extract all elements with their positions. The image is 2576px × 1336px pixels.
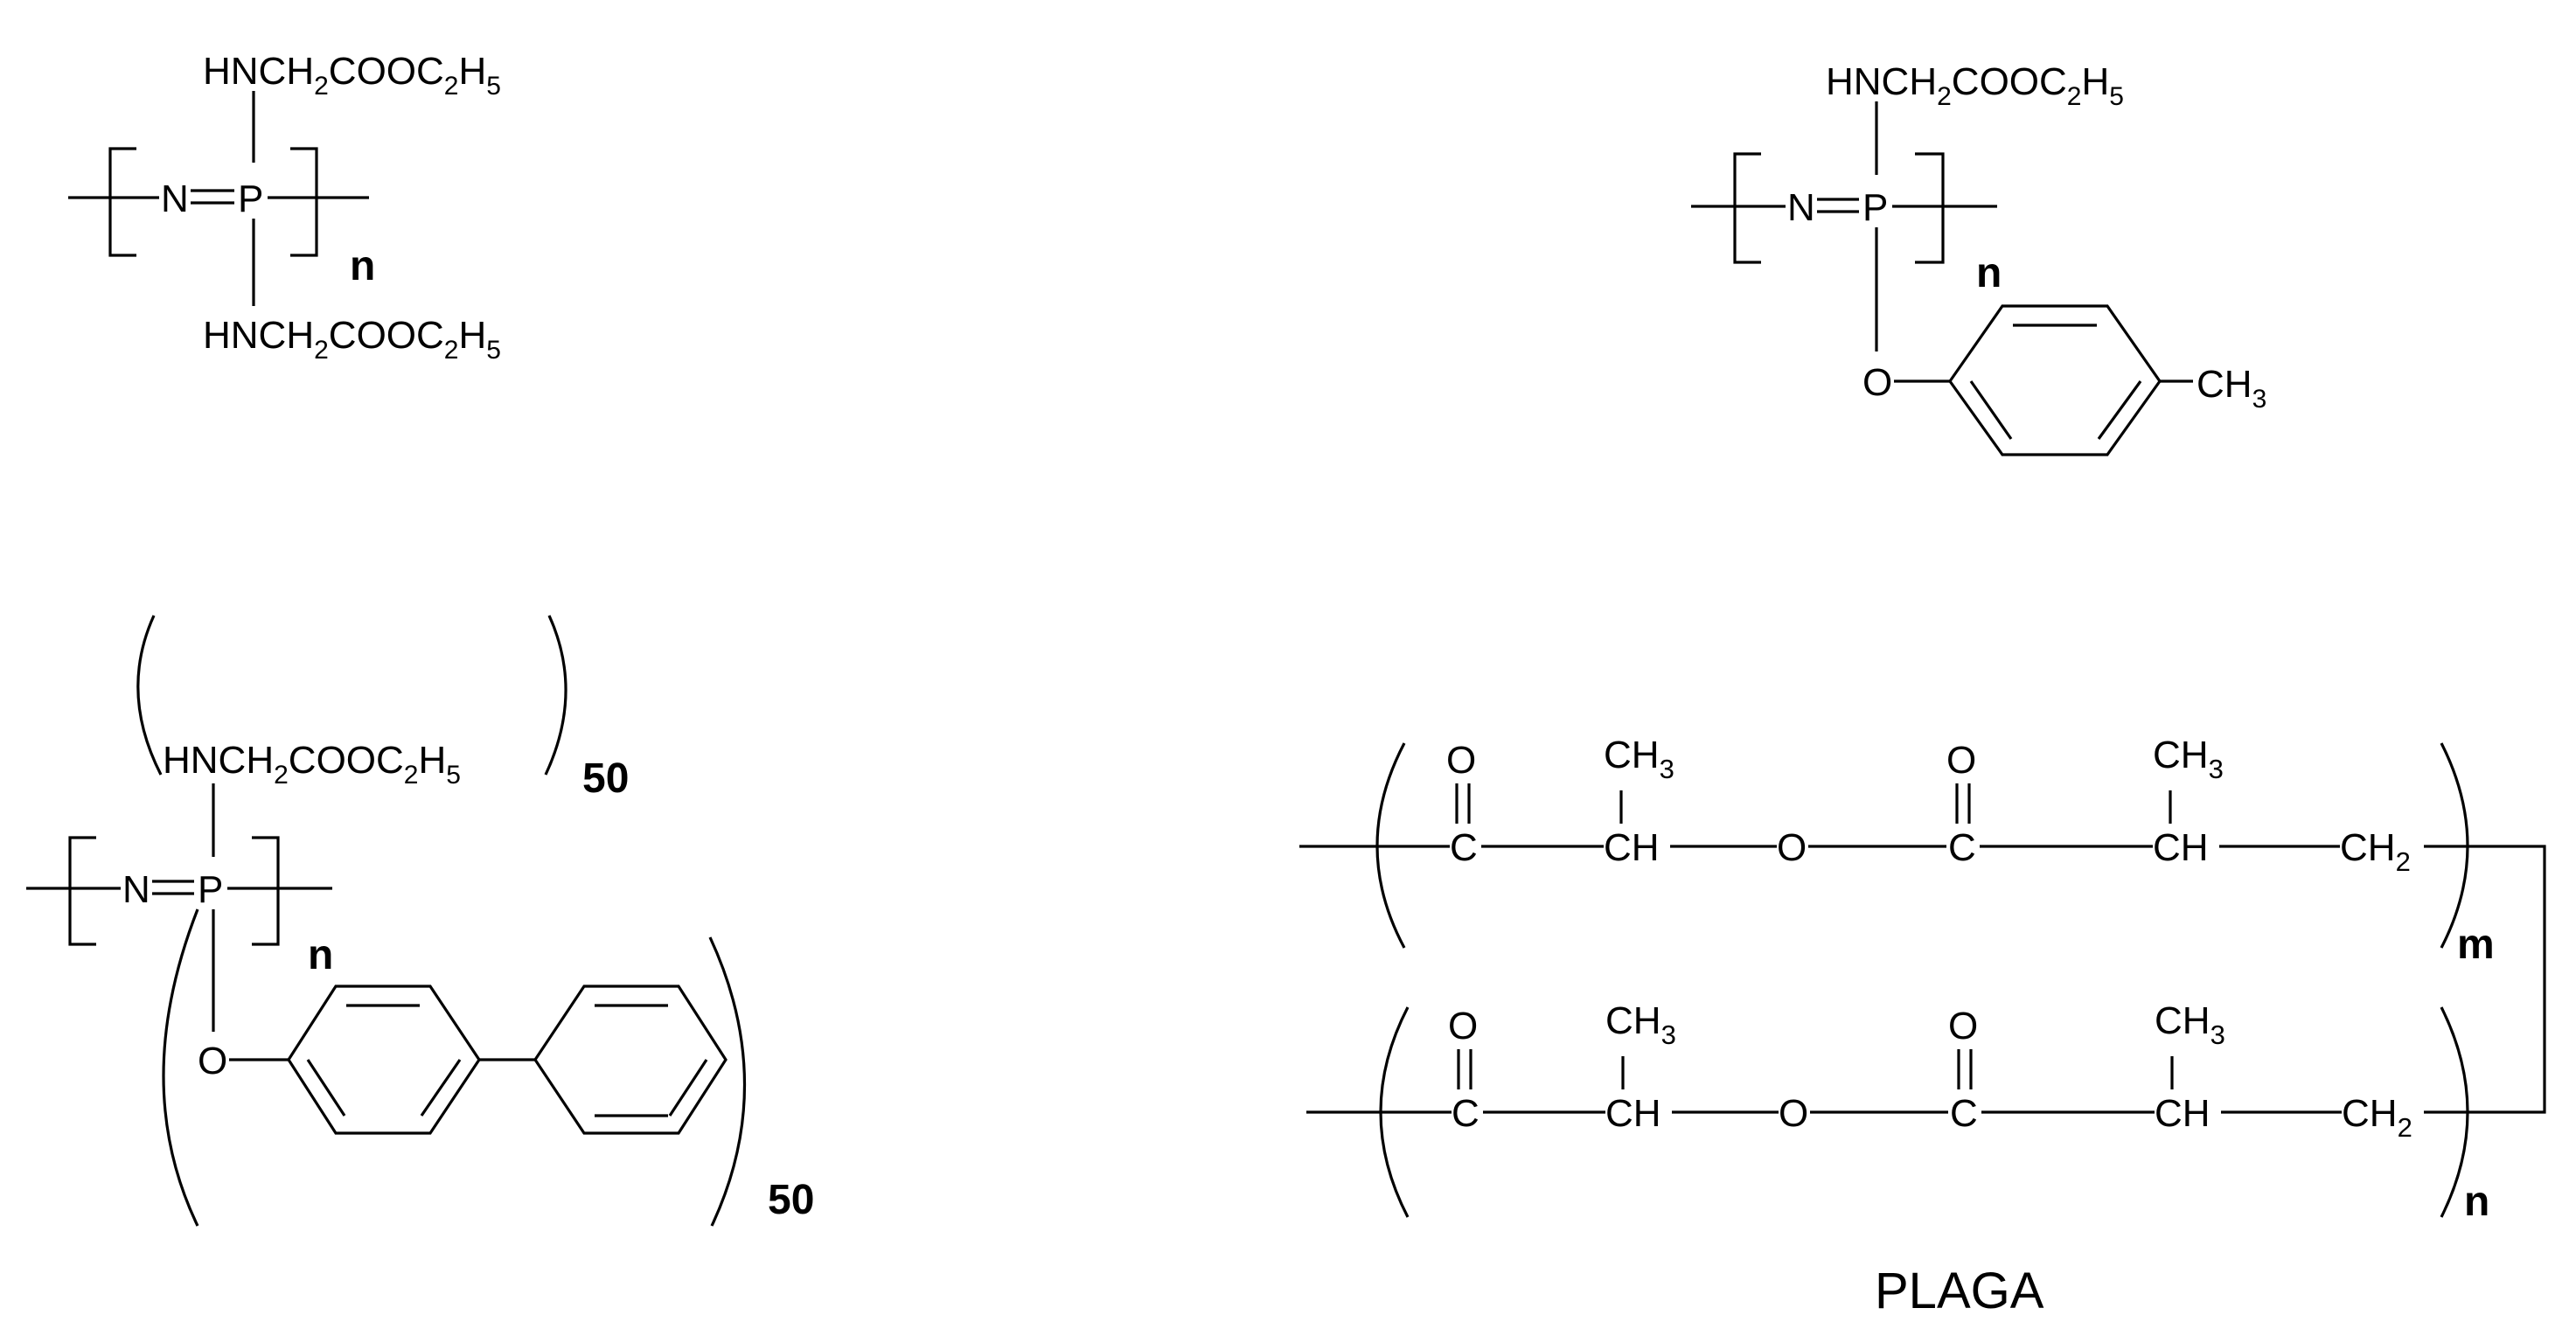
- upper-carbonyl-o-2: O: [1946, 739, 1976, 782]
- lower-ch-1: CH: [1605, 1092, 1661, 1135]
- lower-methyl-1: CH3: [1605, 999, 1676, 1050]
- lower-carbon-1: C: [1452, 1092, 1479, 1135]
- lower-carbonyl-o-2: O: [1948, 1005, 1978, 1047]
- oxygen-atom: O: [198, 1040, 227, 1082]
- structure-plaga: O C CH CH3 O O C CH CH3 CH2 m O C CH: [1299, 734, 2546, 1319]
- structure-bottom-left: HNCH2COOC2H5 50 N P n O 50: [26, 615, 814, 1227]
- lower-side-group-label: HNCH2COOC2H5: [203, 314, 501, 365]
- lower-methyl-2: CH3: [2155, 999, 2225, 1050]
- phosphorus-atom: P: [238, 177, 263, 220]
- lower-right-paren: [2440, 1006, 2469, 1218]
- phosphorus-atom: P: [198, 868, 223, 911]
- benzene-ring-1: [287, 985, 481, 1135]
- benzene-ring: [1948, 304, 2162, 456]
- lower-ch-2: CH: [2155, 1092, 2210, 1135]
- upper-side-group-label: HNCH2COOC2H5: [203, 50, 501, 101]
- left-bracket: [1733, 152, 1761, 264]
- phosphorus-atom: P: [1862, 186, 1888, 229]
- upper-carbon-1: C: [1450, 826, 1478, 869]
- side-group-label: HNCH2COOC2H5: [1826, 60, 2124, 111]
- right-bracket: [252, 836, 280, 946]
- ring-inner-bond-right: [2097, 380, 2142, 440]
- upper-carbon-2: C: [1948, 826, 1976, 869]
- upper-methyl-1: CH3: [1604, 734, 1674, 784]
- right-bracket: [290, 147, 318, 257]
- repeat-unit-n: n: [308, 932, 333, 978]
- lower-carbon-2: C: [1950, 1092, 1978, 1135]
- lower-right-paren: [708, 936, 747, 1227]
- repeat-unit-n: n: [350, 243, 375, 289]
- left-bracket: [108, 147, 136, 257]
- oxygen-atom: O: [1862, 361, 1892, 404]
- nitrogen-atom: N: [161, 177, 189, 220]
- lower-ester-o: O: [1779, 1092, 1808, 1135]
- repeat-unit-m: m: [2457, 922, 2495, 968]
- left-bracket: [68, 836, 96, 946]
- upper-ch-1: CH: [1604, 826, 1660, 869]
- upper-methyl-2: CH3: [2153, 734, 2224, 784]
- nitrogen-atom: N: [1787, 186, 1815, 229]
- lower-left-paren: [162, 908, 199, 1227]
- upper-left-paren: [136, 615, 163, 776]
- lower-methylene: CH2: [2342, 1092, 2412, 1143]
- right-bracket: [1915, 152, 1945, 264]
- ring2-inner-bond-right: [668, 1059, 708, 1117]
- nitrogen-atom: N: [122, 868, 150, 911]
- benzene-ring-2: [533, 985, 728, 1135]
- repeat-unit-n: n: [1976, 250, 2002, 296]
- lower-carbonyl-o-1: O: [1448, 1005, 1478, 1047]
- structure-top-left: HNCH2COOC2H5 N P n HNCH2COOC2H5: [68, 50, 501, 365]
- upper-right-paren: [544, 615, 567, 776]
- structure-top-right: HNCH2COOC2H5 N P n O CH3: [1691, 60, 2266, 456]
- ring1-inner-bond-right: [420, 1059, 462, 1117]
- plaga-caption: PLAGA: [1875, 1263, 2044, 1319]
- ring-inner-bond-left: [1969, 380, 2013, 440]
- upper-ch-2: CH: [2153, 826, 2209, 869]
- block-connector: [2424, 845, 2546, 1114]
- upper-fraction-50: 50: [582, 755, 629, 802]
- upper-ester-o: O: [1777, 826, 1807, 869]
- upper-methylene: CH2: [2340, 826, 2411, 877]
- repeat-unit-n: n: [2464, 1179, 2489, 1225]
- ring1-inner-bond-left: [306, 1059, 346, 1117]
- upper-side-group-label: HNCH2COOC2H5: [163, 739, 461, 790]
- upper-carbonyl-o-1: O: [1446, 739, 1476, 782]
- methyl-label: CH3: [2197, 363, 2266, 414]
- lower-fraction-50: 50: [768, 1177, 814, 1223]
